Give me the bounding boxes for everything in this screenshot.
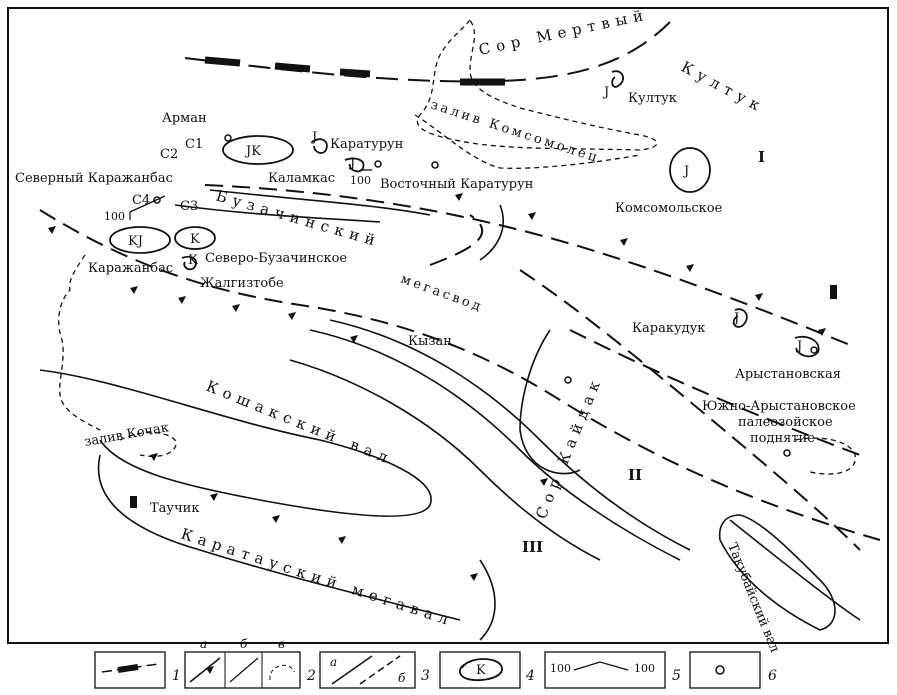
structural-lines — [39, 189, 861, 641]
region-III: III — [522, 538, 543, 556]
legend-6: 6 — [768, 668, 777, 684]
label-zaliv-kochak: залив Кочак — [83, 420, 170, 450]
code-kj: KJ — [128, 234, 143, 249]
label-sor-kaydak: Сор Кайдак — [532, 373, 606, 522]
label-buzachinsky: Бузачинский — [214, 187, 383, 251]
legend-3: 3 — [421, 668, 430, 684]
label-arman: Арман — [162, 111, 207, 126]
map-frame — [7, 7, 889, 644]
legend-2: 2 — [306, 668, 316, 684]
label-severny-karazhanbas: Северный Каражанбас — [15, 171, 173, 186]
legend-5: 5 — [672, 668, 681, 684]
legend-5a: 100 — [550, 662, 571, 675]
label-yuzhno-arystanovskoe: Южно-Арыстановское — [702, 399, 856, 414]
label-komsomolskoe: Комсомольское — [615, 201, 723, 216]
label-uplift: поднятие — [750, 431, 815, 446]
code-k1: K — [190, 232, 200, 247]
major-fault-lines — [39, 184, 881, 551]
code-j-karaturun: J — [310, 130, 317, 145]
marker-c2: C2 — [160, 147, 178, 162]
marker-100a: 100 — [104, 210, 125, 223]
legend-4k: K — [476, 663, 486, 678]
code-j-komsomolskoe: J — [682, 164, 689, 179]
fault-ticks — [48, 193, 826, 581]
code-k2: K — [188, 253, 198, 268]
code-jk: JK — [244, 144, 261, 159]
label-tauchik: Таучик — [150, 501, 199, 516]
region-numerals: I II III — [522, 148, 765, 556]
label-karaturun: Каратурун — [330, 137, 403, 152]
legend-3b: б — [398, 671, 406, 685]
marker-100b: 100 — [350, 174, 371, 187]
label-arystanovskaya: Арыстановская — [735, 367, 841, 382]
label-vostochny-karaturun: Восточный Каратурун — [380, 177, 533, 192]
shoreline — [58, 19, 856, 475]
region-I: I — [758, 148, 765, 166]
label-zaliv-komsomolets: залив Комсомолец — [429, 98, 602, 167]
east-mark — [830, 285, 837, 299]
label-sor-mertvy: Сор Мертвый — [477, 5, 650, 59]
legend-5b: 100 — [634, 662, 655, 675]
label-kultuk: Култук — [628, 91, 677, 106]
place-labels: Сор Мертвый Култук Култук Арман Каратуру… — [15, 5, 856, 654]
label-takubaysky-val: Такубайский вал — [724, 541, 782, 655]
legend-3a: а — [330, 655, 337, 669]
label-zhalgiztobe: Жалгизтобе — [200, 276, 284, 291]
legend-2a: а — [200, 637, 207, 651]
label-paleozoic: палеозойское — [738, 415, 833, 430]
region-II: II — [628, 466, 642, 484]
code-j-vost: J — [348, 156, 355, 171]
label-severo-buzachinskoe: Северо-Бузачинское — [205, 251, 347, 266]
legend-1: 1 — [172, 668, 181, 684]
label-kyzan: Кызан — [408, 334, 452, 349]
marker-c4: C4 — [132, 193, 150, 208]
code-j-karakuduk: J — [732, 311, 739, 326]
legend-2b: б — [240, 637, 248, 651]
tauchik-mark — [130, 496, 137, 508]
code-j-arystan: J — [795, 339, 802, 354]
legend: 1 а б в 2 а б 3 K 4 100 100 5 6 — [94, 637, 777, 689]
marker-c1: C1 — [185, 137, 203, 152]
label-kalamkas: Каламкас — [268, 171, 335, 186]
label-karatausky-megaval: Каратауский мегавал — [179, 525, 457, 630]
label-megasvod: мегасвод — [399, 272, 486, 316]
label-karazhanbas: Каражанбас — [88, 261, 173, 276]
label-karakuduk: Каракудук — [632, 321, 705, 336]
field-codes: JK J J J J KJ K K J J — [128, 85, 802, 354]
isolines-100 — [129, 169, 372, 220]
legend-2v: в — [278, 637, 285, 651]
regional-fault-line — [184, 21, 671, 86]
legend-4: 4 — [525, 668, 535, 684]
code-j-kultuk: J — [602, 85, 609, 100]
marker-c3: C3 — [180, 199, 198, 214]
field-contours — [109, 70, 820, 358]
profile-markers: C1 C2 C3 C4 100 100 — [104, 137, 371, 223]
label-kultuk-big: Култук — [678, 58, 768, 117]
